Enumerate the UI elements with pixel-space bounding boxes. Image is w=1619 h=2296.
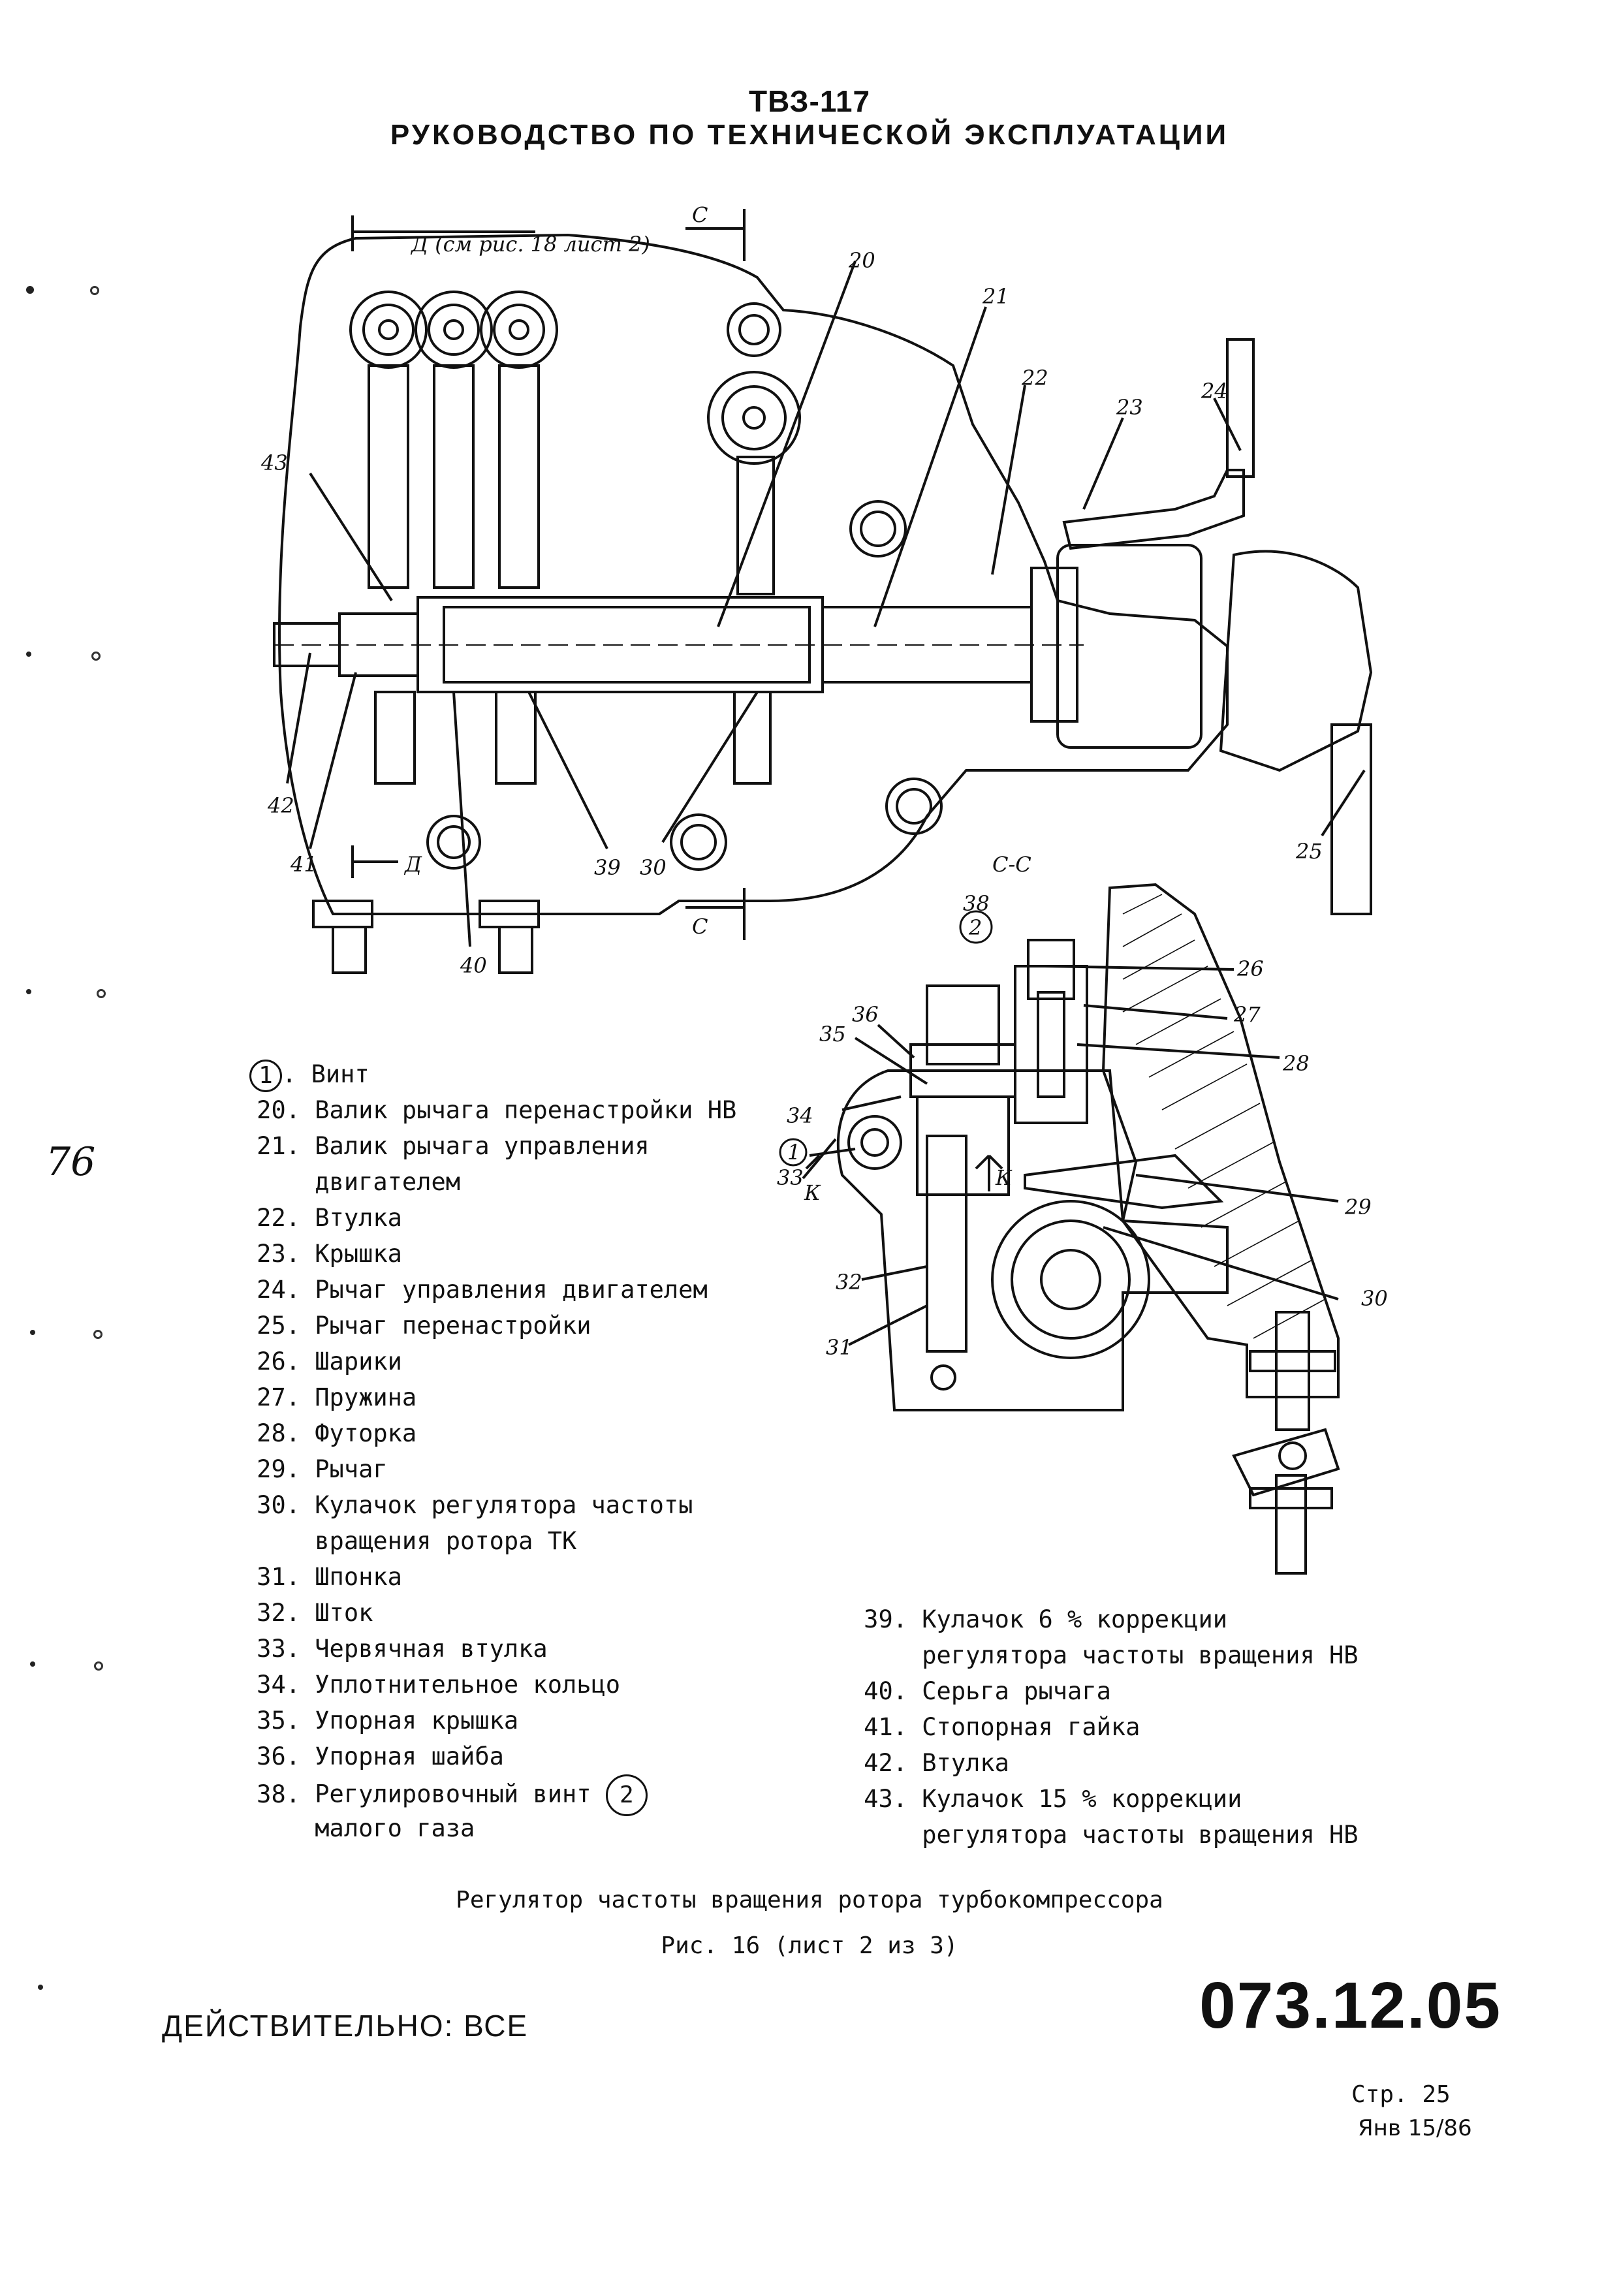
svg-text:36: 36 [852, 1002, 879, 1027]
figure-number: Рис. 16 (лист 2 из 3) [661, 1932, 958, 1959]
legend-item: 29. Рычаг [257, 1455, 388, 1483]
legend-item: 23. Крышка [257, 1240, 402, 1268]
svg-text:43: 43 [260, 450, 288, 475]
legend-item: 43. Кулачок 15 % коррекции [864, 1785, 1242, 1813]
section-k-right: К [995, 1165, 1013, 1190]
svg-text:40: 40 [460, 953, 487, 978]
svg-text:28: 28 [1282, 1051, 1310, 1076]
margin-mark [30, 1661, 35, 1667]
legend-item: 25. Рычаг перенастройки [257, 1312, 591, 1340]
revision-date: Янв 15/86 [1358, 2115, 1472, 2141]
page-number: Стр. 25 [1351, 2081, 1451, 2108]
section-d: Д [403, 852, 422, 877]
handwritten-margin-note: 76 [46, 1139, 96, 1185]
margin-mark [91, 652, 101, 661]
margin-mark [30, 1330, 35, 1335]
margin-mark [26, 989, 31, 994]
legend-item: регулятора частоты вращения НВ [922, 1641, 1359, 1669]
legend-item: 35. Упорная крышка [257, 1706, 519, 1735]
validity-statement: ДЕЙСТВИТЕЛЬНО: ВСЕ [162, 2009, 529, 2043]
svg-text:25: 25 [1295, 839, 1323, 864]
legend-item: 30. Кулачок регулятора частоты [257, 1491, 693, 1519]
svg-text:21: 21 [982, 284, 1009, 309]
legend-item: 20. Валик рычага перенастройки НВ [257, 1096, 737, 1124]
legend-item: 28. Футорка [257, 1419, 417, 1447]
svg-text:30: 30 [1361, 1286, 1388, 1311]
legend-item: 34. Уплотнительное кольцо [257, 1671, 621, 1699]
svg-text:31: 31 [826, 1335, 853, 1360]
margin-mark [38, 1985, 43, 1990]
svg-text:23: 23 [1116, 395, 1143, 420]
document-number: 073.12.05 [1199, 1969, 1501, 2042]
section-k-left: К [804, 1180, 821, 1205]
margin-mark [97, 989, 106, 998]
svg-text:35: 35 [819, 1022, 846, 1046]
view-d-ref: Д (см рис. 18 лист 2) [410, 232, 650, 257]
circled-number: 1 [249, 1059, 282, 1092]
legend-item: двигателем [315, 1168, 461, 1196]
legend-item: 41. Стопорная гайка [864, 1713, 1140, 1741]
svg-text:42: 42 [267, 793, 294, 818]
margin-mark [90, 286, 99, 295]
figure-caption: Регулятор частоты вращения ротора турбок… [456, 1887, 1163, 1913]
svg-text:41: 41 [290, 852, 317, 877]
legend-item: 38. Регулировочный винт 2 [248, 1774, 648, 1816]
circled-mark-1: 1 [787, 1140, 800, 1165]
svg-text:26: 26 [1236, 956, 1264, 981]
margin-mark [93, 1330, 102, 1339]
legend-item: малого газа [315, 1814, 475, 1842]
document-model: ТВЗ-117 [748, 84, 871, 118]
svg-text:27: 27 [1233, 1002, 1261, 1027]
legend-item: 32. Шток [257, 1599, 373, 1627]
svg-text:24: 24 [1201, 379, 1228, 403]
legend-item: 27. Пружина [257, 1383, 417, 1411]
svg-text:39: 39 [594, 855, 621, 880]
legend-item: 42. Втулка [864, 1749, 1009, 1777]
legend-item: 22. Втулка [257, 1204, 402, 1232]
legend-item: регулятора частоты вращения НВ [922, 1821, 1359, 1849]
section-c-bottom: С [692, 914, 708, 939]
legend-item: 26. Шарики [257, 1347, 402, 1376]
svg-text:29: 29 [1344, 1195, 1372, 1219]
svg-text:33: 33 [777, 1165, 804, 1190]
circled-number: 2 [605, 1774, 648, 1816]
svg-text:32: 32 [836, 1270, 862, 1295]
section-cc: С-С [992, 852, 1031, 877]
svg-text:34: 34 [787, 1103, 813, 1128]
margin-mark [94, 1661, 103, 1671]
document-title: РУКОВОДСТВО ПО ТЕХНИЧЕСКОЙ ЭКСПЛУАТАЦИИ [390, 119, 1229, 151]
legend-item: 31. Шпонка [257, 1563, 402, 1591]
legend-item: 40. Серьга рычага [864, 1677, 1111, 1705]
legend-item: 33. Червячная втулка [257, 1635, 548, 1663]
legend-item: 24. Рычаг управления двигателем [257, 1276, 708, 1304]
circled-mark-2: 2 [968, 915, 982, 940]
legend-item: 36. Упорная шайба [257, 1742, 504, 1770]
legend-item: 1. Винт [248, 1056, 369, 1092]
section-c-top: С [692, 202, 708, 227]
svg-text:22: 22 [1021, 366, 1048, 390]
legend-item: 21. Валик рычага управления [257, 1132, 650, 1160]
legend-item: 39. Кулачок 6 % коррекции [864, 1605, 1228, 1633]
svg-text:30: 30 [640, 855, 667, 880]
svg-text:20: 20 [848, 248, 875, 273]
margin-mark [26, 286, 34, 294]
margin-mark [26, 652, 31, 657]
legend-item: вращения ротора ТК [315, 1527, 577, 1555]
